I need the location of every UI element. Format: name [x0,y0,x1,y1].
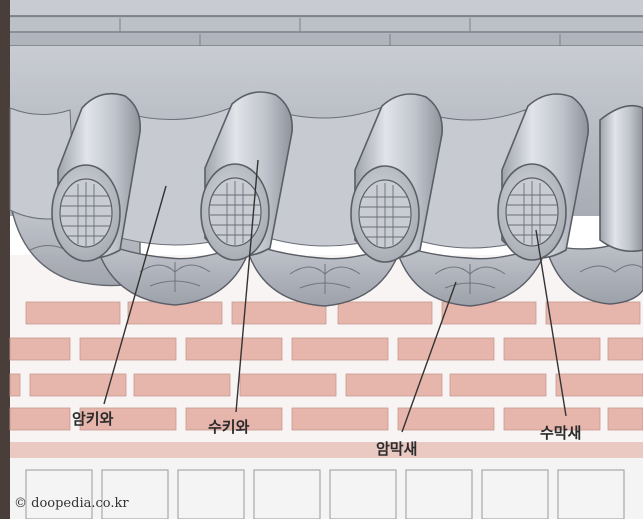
label-sumaksae: 수막새 [540,422,581,443]
left-edge-strip [0,0,10,519]
label-ammaksae: 암막새 [376,438,417,459]
male-tile-edge [600,106,643,252]
label-sukiwa: 수키와 [208,416,249,437]
label-amkiwa: 암키와 [72,408,113,429]
copyright-credit: © doopedia.co.kr [14,496,129,511]
